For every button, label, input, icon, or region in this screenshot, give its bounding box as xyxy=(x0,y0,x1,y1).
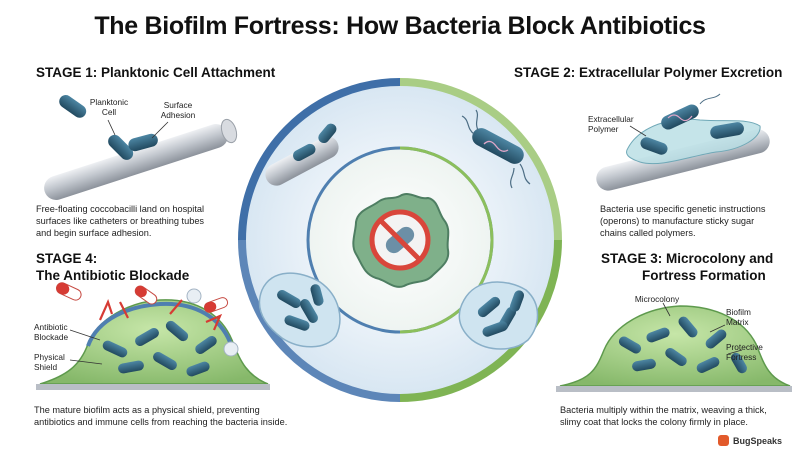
bugspeaks-logo-icon xyxy=(717,435,729,446)
stage3-heading: STAGE 3: Microcolony and Fortress Format… xyxy=(601,251,774,283)
brand-logo: BugSpeaks xyxy=(717,435,782,446)
stage2-heading: STAGE 2: Extracellular Polymer Excretion xyxy=(514,65,783,80)
page-title: The Biofilm Fortress: How Bacteria Block… xyxy=(94,12,706,40)
stage4-illustration xyxy=(36,282,270,390)
immune-cell xyxy=(186,288,202,304)
stage2-illustration xyxy=(596,93,770,191)
stage1-description: Free-floating coccobacilli land on hospi… xyxy=(36,204,205,238)
ring-cluster-left xyxy=(258,272,341,348)
ring-bacterium-stage2 xyxy=(461,109,531,189)
stage3-illustration xyxy=(556,302,792,392)
stage4-description: The mature biofilm acts as a physical sh… xyxy=(34,405,288,427)
ring-cluster-right xyxy=(458,281,539,350)
center-fortress-icon xyxy=(352,193,450,288)
antibiotic-pill xyxy=(134,285,158,305)
label-microcolony: Microcolony xyxy=(634,294,680,304)
antibiotic-pill xyxy=(203,297,229,313)
immune-cell xyxy=(223,341,239,357)
stage4-heading: STAGE 4:The Antibiotic Blockade xyxy=(36,251,190,283)
antibiotic-pill xyxy=(55,282,82,301)
stage1-heading: STAGE 1: Planktonic Cell Attachment xyxy=(36,65,276,80)
ring-tube-stage1 xyxy=(265,123,339,186)
stage1-illustration xyxy=(44,95,238,200)
stage3-description: Bacteria multiply within the matrix, wea… xyxy=(560,405,767,427)
brand-name: BugSpeaks xyxy=(732,435,782,446)
stage2-description: Bacteria use specific genetic instructio… xyxy=(600,204,766,238)
